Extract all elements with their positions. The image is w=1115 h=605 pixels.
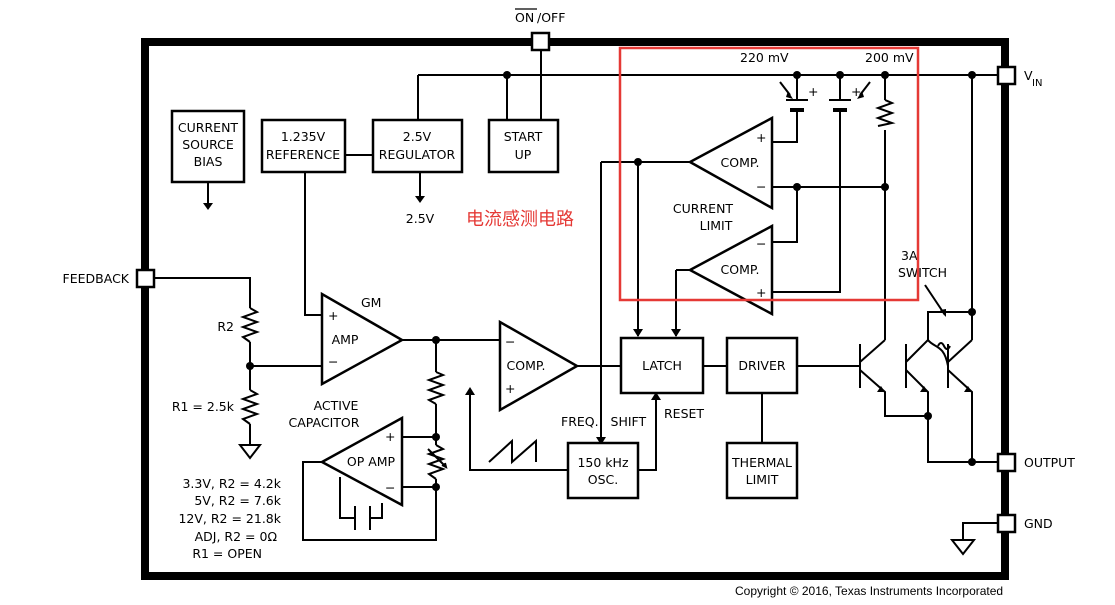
- svg-text:GM: GM: [361, 295, 381, 310]
- resistor-r2: [240, 307, 260, 343]
- svg-text:+: +: [756, 285, 766, 300]
- thermal-limit-block: THERMAL LIMIT: [725, 441, 799, 500]
- regulator-block: 2.5V REGULATOR: [371, 118, 464, 174]
- capacitor-symbol: [354, 506, 371, 530]
- pin-on-off: ON /OFF: [515, 8, 565, 52]
- label-220mv: 220 mV: [740, 50, 789, 65]
- resistor-r1: [240, 389, 260, 425]
- freq-shift-label: FREQ. SHIFT: [561, 414, 646, 429]
- current-limit-comparator-1: COMP. + −: [687, 115, 774, 211]
- driver-block: DRIVER: [725, 336, 799, 395]
- svg-text:START: START: [504, 129, 543, 144]
- svg-text:V: V: [1024, 68, 1033, 83]
- svg-text:+: +: [328, 308, 338, 323]
- active-capacitor-label-2: CAPACITOR: [289, 415, 360, 430]
- op-amp: OP AMP + −: [319, 415, 404, 508]
- resistor-table: 3.3V, R2 = 4.2k 5V, R2 = 7.6k 12V, R2 = …: [178, 476, 281, 561]
- voltage-source-200mv: +: [829, 84, 861, 112]
- on-off-label-off: /OFF: [537, 10, 565, 25]
- current-source-bias-block: CURRENT SOURCE BIAS: [170, 109, 246, 184]
- svg-text:+: +: [808, 84, 818, 99]
- current-sense-annotation: 电流感测电路: [466, 209, 574, 230]
- svg-text:LATCH: LATCH: [642, 358, 682, 373]
- svg-text:+: +: [851, 84, 861, 99]
- svg-text:12V, R2 = 21.8k: 12V, R2 = 21.8k: [178, 511, 281, 526]
- switch-label-2: SWITCH: [898, 265, 947, 280]
- svg-text:+: +: [756, 130, 766, 145]
- svg-text:COMP.: COMP.: [721, 155, 760, 170]
- svg-text:SOURCE: SOURCE: [182, 137, 234, 152]
- pwm-comparator: COMP. − +: [498, 319, 580, 413]
- svg-text:LIMIT: LIMIT: [746, 472, 779, 487]
- resistor-feedback-2: [426, 444, 446, 480]
- voltage-source-220mv: +: [786, 84, 818, 112]
- startup-block: START UP: [487, 118, 560, 174]
- svg-text:GND: GND: [1024, 516, 1053, 531]
- svg-text:COMP.: COMP.: [721, 262, 760, 277]
- reference-block: 1.235V REFERENCE: [260, 118, 347, 174]
- r2-label: R2: [217, 319, 234, 334]
- pin-gnd: GND: [996, 513, 1053, 534]
- ground-symbol: [237, 444, 263, 460]
- resistor-feedback-1: [426, 371, 446, 405]
- latch-block: LATCH: [619, 336, 705, 395]
- wires: [155, 50, 1005, 541]
- arrows: [203, 91, 972, 445]
- svg-text:COMP.: COMP.: [507, 358, 546, 373]
- svg-text:150 kHz: 150 kHz: [577, 455, 628, 470]
- pin-feedback: FEEDBACK: [63, 268, 156, 289]
- reset-label: RESET: [664, 406, 704, 421]
- svg-text:CURRENT: CURRENT: [178, 120, 238, 135]
- current-sense-highlight: [618, 46, 920, 302]
- label-200mv: 200 mV: [865, 50, 914, 65]
- sawtooth-waveform: [488, 438, 537, 465]
- switch-label-1: 3A: [901, 248, 918, 263]
- svg-text:REGULATOR: REGULATOR: [379, 147, 456, 162]
- svg-text:THERMAL: THERMAL: [731, 455, 792, 470]
- svg-text:ADJ, R2 = 0Ω: ADJ, R2 = 0Ω: [195, 529, 278, 544]
- current-limit-label-1: CURRENT: [673, 201, 733, 216]
- svg-text:OUTPUT: OUTPUT: [1024, 455, 1075, 470]
- current-limit-label-2: LIMIT: [700, 218, 733, 233]
- chip-outline: [141, 38, 1009, 580]
- pin-output: OUTPUT: [996, 452, 1075, 473]
- on-off-label-on: ON: [515, 10, 534, 25]
- svg-text:1.235V: 1.235V: [281, 129, 326, 144]
- r1-label: R1 = 2.5k: [172, 399, 235, 414]
- svg-text:FEEDBACK: FEEDBACK: [63, 271, 130, 286]
- svg-text:DRIVER: DRIVER: [738, 358, 785, 373]
- svg-text:+: +: [505, 381, 515, 396]
- svg-text:5V, R2 = 7.6k: 5V, R2 = 7.6k: [194, 493, 281, 508]
- svg-text:IN: IN: [1032, 78, 1042, 89]
- svg-text:3.3V, R2 = 4.2k: 3.3V, R2 = 4.2k: [182, 476, 281, 491]
- svg-text:−: −: [756, 236, 766, 251]
- current-limit-comparator-2: COMP. − +: [687, 223, 774, 317]
- svg-text:R1 = OPEN: R1 = OPEN: [192, 546, 262, 561]
- copyright-text: Copyright © 2016, Texas Instruments Inco…: [735, 584, 1003, 598]
- gm-amplifier: AMP GM + −: [320, 291, 405, 387]
- svg-text:AMP: AMP: [332, 332, 359, 347]
- svg-text:OP AMP: OP AMP: [347, 454, 396, 469]
- oscillator-block: 150 kHz OSC.: [566, 441, 640, 500]
- resistors: [240, 99, 896, 480]
- svg-text:REFERENCE: REFERENCE: [266, 147, 340, 162]
- pin-vin: V IN: [996, 65, 1042, 89]
- svg-text:−: −: [385, 480, 395, 495]
- svg-text:BIAS: BIAS: [194, 154, 223, 169]
- svg-text:OSC.: OSC.: [588, 472, 618, 487]
- svg-text:−: −: [756, 179, 766, 194]
- svg-text:UP: UP: [515, 147, 532, 162]
- svg-text:−: −: [328, 354, 338, 369]
- resistor-sense: [875, 99, 896, 127]
- svg-text:2.5V: 2.5V: [403, 129, 432, 144]
- svg-text:−: −: [505, 334, 515, 349]
- junctions: [246, 71, 976, 491]
- regulator-output-label: 2.5V: [406, 211, 435, 226]
- svg-text:+: +: [385, 429, 395, 444]
- gnd-ground-symbol: [949, 539, 977, 556]
- active-capacitor-label-1: ACTIVE: [314, 398, 359, 413]
